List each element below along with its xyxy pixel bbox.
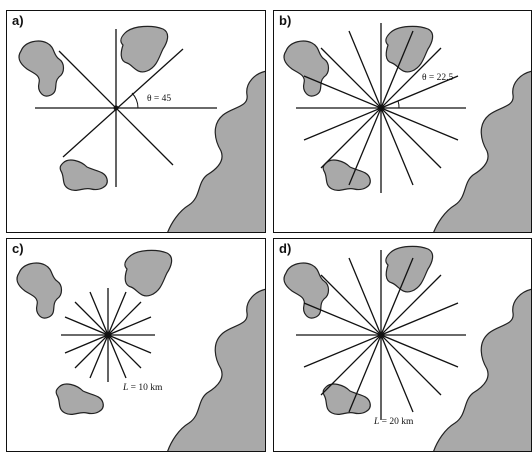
panel-label-c: c) [12, 241, 24, 256]
panel-label-d: d) [279, 241, 292, 256]
length-value-d: = 20 km [379, 417, 414, 427]
angle-label-b: θ = 22.5 [422, 73, 454, 83]
center-point [378, 332, 384, 338]
panel-c-figure [16, 249, 265, 451]
ray [62, 48, 184, 158]
island-left [283, 262, 330, 319]
island-top [385, 245, 434, 293]
panel-b-figure [283, 23, 531, 232]
center-point [113, 105, 119, 111]
length-var-c: L [123, 383, 129, 393]
island-left [18, 40, 65, 97]
panel-d-figure [283, 245, 531, 451]
coastline [433, 70, 531, 232]
angle-label-a: θ = 45 [147, 94, 172, 104]
angle-arc [131, 92, 139, 109]
island-top [120, 25, 169, 73]
panel-b: b) θ = 22.5 [273, 10, 532, 233]
island-bottom [322, 383, 371, 416]
panel-a-figure [18, 25, 265, 232]
island-top [124, 249, 173, 297]
island-bottom [55, 383, 104, 416]
panel-c: c) L = 10 km [6, 238, 266, 452]
island-top [385, 25, 434, 73]
panel-a: a) θ = 45 [6, 10, 266, 233]
land-masses [16, 249, 265, 451]
coastline [167, 70, 265, 232]
land-masses [18, 25, 265, 232]
length-var-d: L [374, 417, 380, 427]
length-label-d: L = 20 km [374, 417, 413, 427]
island-bottom [59, 159, 108, 192]
center-point [378, 105, 384, 111]
land-masses [283, 25, 531, 232]
island-left [16, 262, 63, 319]
panel-label-a: a) [12, 13, 24, 28]
length-value-c: = 10 km [128, 383, 163, 393]
angle-arc [397, 100, 400, 109]
length-label-c: L = 10 km [123, 383, 162, 393]
coastline [433, 288, 531, 451]
center-point [105, 332, 111, 338]
panel-d: d) L = 20 km [273, 238, 532, 452]
coastline [167, 288, 265, 451]
land-masses [283, 245, 531, 451]
island-bottom [322, 159, 371, 192]
panel-label-b: b) [279, 13, 292, 28]
